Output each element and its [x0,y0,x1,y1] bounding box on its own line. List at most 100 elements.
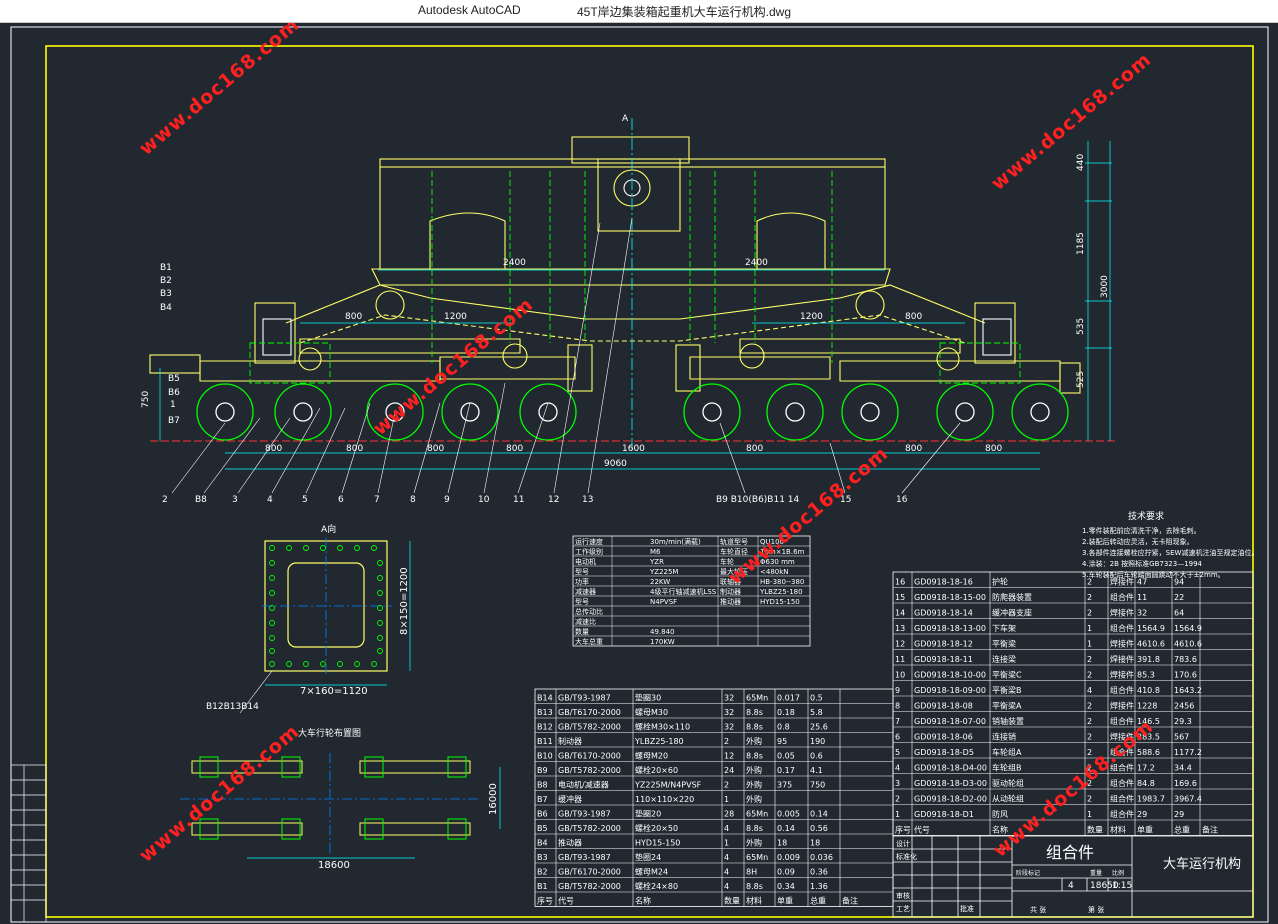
table-header-cell: 数量 [724,896,740,906]
table-row[interactable]: 减速比 [575,617,596,626]
table-cell: B13 [537,708,553,717]
table-cell: 焊接件 [1110,701,1134,711]
table-cell: 283.5 [1137,733,1160,742]
dim-text: 2400 [503,258,526,268]
tb-label: 阶段标记 [1016,869,1040,877]
table-cell: 18 [777,839,787,848]
table-cell: B8 [537,781,548,790]
table-cell: GD0918-18-D2-00 [914,795,987,804]
callout: 6 [338,495,344,505]
table-cell: 1983.7 [1137,795,1165,804]
table-cell: 30m/min(满载) [650,537,701,546]
table-header: 序号代号名称数量材料单重总重备注 [895,825,1218,835]
table-cell: 电动机/减速器 [558,780,609,790]
table-cell: 大车总重 [575,637,603,646]
table-cell: 外购 [746,780,762,790]
table-cell: 运行速度 [575,537,603,546]
tb-weight: 18650 [1090,881,1119,891]
wheel[interactable] [274,383,332,441]
wheel[interactable] [841,383,899,441]
view-label-a: A [622,114,629,124]
table-cell: 146.5 [1137,717,1160,726]
dim-text: 800 [905,444,922,454]
table-cell: GB/T6170-2000 [558,708,621,717]
table-cell: 8.8s [746,752,763,761]
table-cell: 0.18 [777,708,795,717]
table-cell: 焊接件 [1110,654,1134,664]
table-cell: 组合件 [1110,809,1134,819]
wheel-row[interactable] [196,383,1069,441]
table-row[interactable]: 总传动比 [575,607,603,616]
table-cell: 110×110×220 [635,795,694,804]
section-view-a[interactable]: A向 7×160=1120 8×150=1200 B12B13B14 [206,523,411,714]
table-cell: 11 [1137,593,1147,602]
wheel-layout-view[interactable]: 大车行轮布置图 18600 16000 [180,727,501,871]
table-cell: 2 [1087,593,1092,602]
drawing-canvas[interactable]: B1 B2 B3 B4 B5 B6 1 B7 A 2400 2400 800 1… [0,23,1278,924]
table-cell: 4.1 [810,766,823,775]
table-cell: 组合件 [1110,778,1134,788]
wheel[interactable] [766,383,824,441]
table-cell: 缓冲器 [558,794,582,804]
table-cell: 4 [724,882,729,891]
wheel[interactable] [936,383,994,441]
dim-text: 3000 [1100,275,1110,298]
table-cell: 34.4 [1174,764,1192,773]
table-cell: 32 [724,723,734,732]
table-cell: 车轮组B [992,763,1022,773]
table-cell: 567 [1174,733,1189,742]
title-block[interactable]: 组合件 大车运行机构 4 18650 1:15 设计 标准化 审核 工艺 批准 … [892,835,1254,918]
table-cell: 375 [777,781,792,790]
table-cell: 外购 [746,794,762,804]
wheel[interactable] [683,383,741,441]
main-elevation-view[interactable] [149,136,1081,394]
wheel[interactable] [441,383,499,441]
tech-line: 3.各部件连接螺栓应拧紧，SEW减速机注油至规定油位。 [1082,548,1258,557]
wheel[interactable] [196,383,254,441]
wheel[interactable] [1011,383,1069,441]
table-header-cell: 总重 [810,896,826,906]
